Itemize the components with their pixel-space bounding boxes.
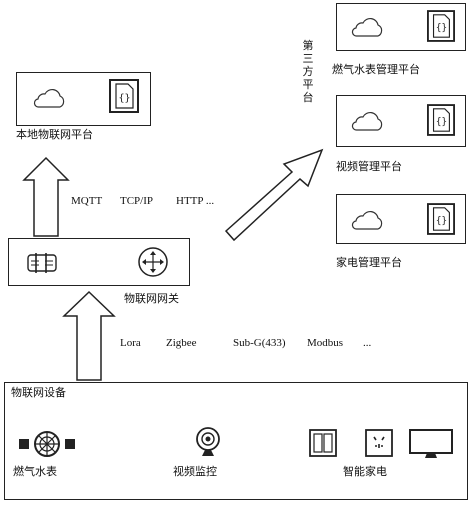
cloud-icon [33, 88, 65, 108]
third-party-platform-box-gas-water: {} [336, 3, 466, 51]
devices-box: 物联网设备 燃气水表 视频监控 智能家电 [4, 382, 468, 500]
local-platform-box: {} [16, 72, 151, 126]
svg-text:{}: {} [436, 117, 447, 128]
lower-protocol-more: ... [363, 337, 372, 349]
webcam-icon [196, 427, 220, 456]
cloud-icon [351, 111, 383, 131]
gateway-box [8, 238, 190, 286]
code-file-icon: {} [427, 203, 455, 235]
tv-icon [409, 429, 453, 458]
device-label-video-surveillance: 视频监控 [173, 466, 217, 478]
devices-title: 物联网设备 [11, 387, 66, 399]
code-file-icon: {} [427, 10, 455, 42]
gateway-label: 物联网网关 [124, 293, 179, 305]
device-label-smart-appliance: 智能家电 [343, 466, 387, 478]
switch-panel-icon [309, 429, 337, 457]
svg-text:{}: {} [436, 216, 447, 227]
third-party-platform-box-video: {} [336, 95, 466, 147]
cloud-icon [351, 210, 383, 230]
third-party-platform-box-appliance: {} [336, 194, 466, 244]
local-platform-label: 本地物联网平台 [16, 129, 93, 141]
third-party-platform-label-video: 视频管理平台 [336, 161, 402, 173]
lower-protocol-modbus: Modbus [307, 337, 344, 349]
svg-text:{}: {} [118, 93, 130, 104]
lower-protocol-lora: Lora [120, 337, 141, 349]
upper-protocol-tcpip: TCP/IP [120, 195, 154, 207]
code-file-icon: {} [427, 104, 455, 136]
router-icon [138, 247, 168, 277]
code-file-icon: {} [109, 79, 139, 113]
gateway-device-icon [27, 253, 57, 273]
cloud-icon [351, 17, 383, 37]
third-party-label: 第三方平台 [302, 40, 314, 104]
upper-protocol-mqtt: MQTT [71, 195, 103, 207]
third-party-platform-label-appliance: 家电管理平台 [336, 257, 402, 269]
svg-text:{}: {} [436, 23, 447, 34]
device-label-water-meter: 燃气水表 [13, 466, 57, 478]
water-meter-icon [19, 431, 75, 457]
lower-protocol-zigbee: Zigbee [166, 337, 197, 349]
power-socket-icon [365, 429, 393, 457]
third-party-platform-label-gas-water: 燃气水表管理平台 [332, 64, 420, 76]
upper-protocol-http: HTTP ... [176, 195, 215, 207]
lower-protocol-subg: Sub-G(433) [233, 337, 286, 349]
